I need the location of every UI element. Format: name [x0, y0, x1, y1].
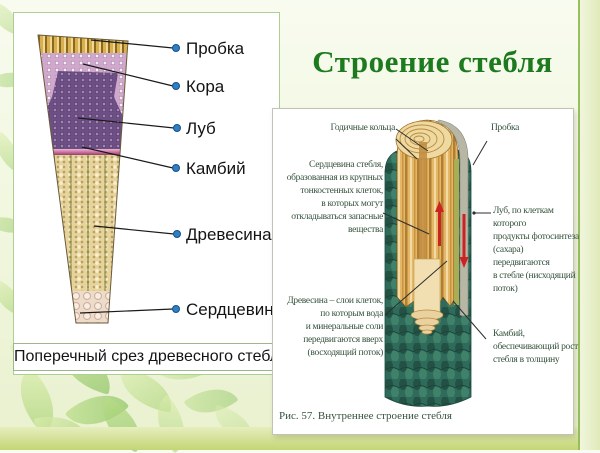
leader-dot [172, 44, 180, 52]
fig-label-phloem: Луб, по клеткам которого продукты фотоси… [493, 206, 579, 294]
phloem-strip [454, 159, 459, 305]
core-ring-steps [410, 309, 444, 335]
figure-caption: Рис. 57. Внутреннее строение стебля [279, 410, 452, 422]
leader-dot [173, 124, 181, 132]
descending-flow-arrow [459, 214, 469, 268]
pith-core [413, 258, 441, 316]
slide-title: Строение стебля [312, 43, 553, 79]
label-pith: Сердцевина [186, 300, 284, 319]
ascending-flow-arrow [435, 201, 444, 246]
fig-label-annual-rings: Годичные кольца [330, 123, 395, 133]
leader-dots [172, 44, 181, 313]
left-panel-caption: Поперечный срез древесного стебля [13, 343, 288, 371]
stem-3d-illustration [382, 119, 491, 407]
right-accent-band [578, 0, 600, 450]
label-phloem: Луб [186, 119, 216, 138]
fig-label-pith: Сердцевина стебля, образованная из крупн… [286, 160, 384, 235]
specimen-outline [37, 34, 129, 324]
fig-label-cambium: Камбий, обеспечивающий рост стебля в тол… [493, 329, 578, 365]
cambium-layer-texture [38, 149, 128, 155]
figure-57-panel: Годичные кольца Пробка Сердцевина стебля… [272, 108, 579, 435]
phloem-leader-tick [472, 211, 476, 215]
leader-dot [173, 230, 181, 238]
label-cork: Пробка [186, 39, 245, 58]
fig-label-cork: Пробка [491, 123, 520, 133]
leader-lines-overlay [37, 34, 181, 324]
peeled-groove [419, 142, 427, 260]
label-bark: Кора [186, 77, 225, 96]
leader-dot [172, 82, 180, 90]
cross-section-panel: Пробка Кора Луб Камбий Древесина Сердцев… [13, 12, 288, 375]
cork-rim [436, 119, 469, 317]
figure-leader-lines [382, 128, 491, 340]
label-cambium: Камбий [186, 159, 246, 178]
leader-dot [172, 305, 180, 313]
leader-lines [77, 39, 175, 314]
label-wood: Древесина [186, 225, 272, 244]
leader-dot [172, 164, 180, 172]
fig-label-wood: Древесина – слои клеток, по которым вода… [287, 296, 383, 358]
